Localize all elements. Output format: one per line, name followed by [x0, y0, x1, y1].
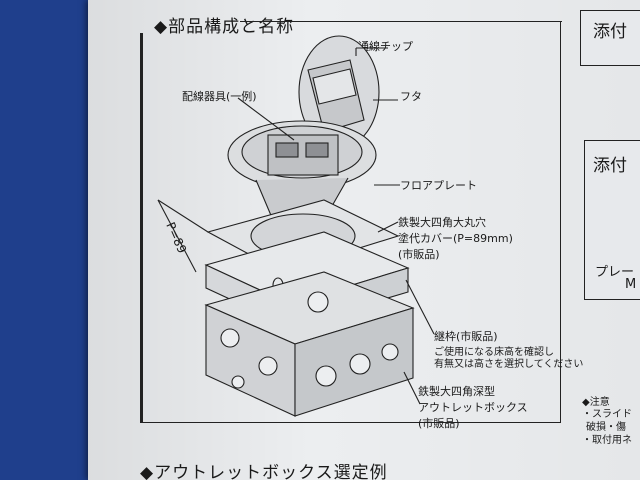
accessory-box-middle-title: 添付 — [593, 156, 627, 176]
label-cover-line2: 塗代カバー(P=89mm) — [398, 232, 513, 245]
knockout-hole-3 — [231, 375, 245, 389]
frame-bottom-border — [140, 422, 561, 423]
label-box-line2: アウトレットボックス — [418, 401, 528, 414]
note-line-3: ・取付用ネ — [582, 435, 632, 446]
label-box-line1: 鉄製大四角深型 — [418, 385, 495, 398]
bottom-section-title: ◆アウトレットボックス選定例 — [140, 463, 388, 480]
accessory-plate-text: プレー — [595, 265, 635, 280]
frame-left-border — [140, 33, 143, 423]
extension-frame-leader — [405, 279, 435, 335]
accessory-box-middle: 添付 プレー M — [584, 140, 640, 300]
frame-top-border — [240, 21, 562, 22]
label-box-line3: (市販品) — [418, 417, 460, 430]
label-haisen-kigu: 配線器具(一例) — [182, 90, 257, 103]
accessory-size-text: M — [625, 277, 637, 292]
note-line-1: ・スライド — [582, 409, 632, 420]
label-tsugiwaku-note2: 有無又は高さを選択してください — [434, 359, 584, 370]
accessory-box-top: 添付 — [580, 10, 640, 66]
section-title: ◆部品構成と名称 — [154, 17, 295, 37]
label-tsugiwaku: 継枠(市販品) — [434, 330, 498, 343]
accessory-box-top-title: 添付 — [593, 22, 627, 42]
label-floor-plate: フロアプレート — [400, 179, 477, 192]
label-tsusen-chip: 通線チップ — [358, 40, 413, 53]
label-futa: フタ — [400, 90, 422, 103]
knockout-hole-4 — [315, 365, 337, 387]
knockout-hole-5 — [349, 353, 371, 375]
knockout-hole-top — [307, 291, 329, 313]
outlet-slot-right — [305, 142, 329, 158]
knockout-hole-2 — [258, 356, 278, 376]
outlet-slot-left — [275, 142, 299, 158]
wiring-device-leader — [237, 97, 295, 141]
instruction-sheet: ◆部品構成と名称 添付 添付 プレー M ◆注意 ・スライド 破損・傷 ・取付用… — [88, 0, 640, 480]
note-line-2: 破損・傷 — [586, 422, 626, 433]
lid-inner-panel — [312, 68, 357, 105]
exploded-assembly-drawing — [157, 35, 435, 417]
label-cover-line1: 鉄製大四角大丸穴 — [398, 216, 486, 229]
dimension-line-a — [157, 199, 209, 233]
cover-leader — [377, 221, 399, 233]
notes-title: ◆注意 — [582, 397, 610, 408]
dimension-line-b — [157, 199, 197, 273]
knockout-hole-6 — [381, 343, 399, 361]
outlet-box-leader — [403, 371, 421, 405]
label-tsugiwaku-note1: ご使用になる床高を確認し — [434, 347, 554, 358]
label-cover-line3: (市販品) — [398, 248, 440, 261]
knockout-hole-1 — [220, 328, 240, 348]
frame-right-border — [560, 21, 561, 423]
